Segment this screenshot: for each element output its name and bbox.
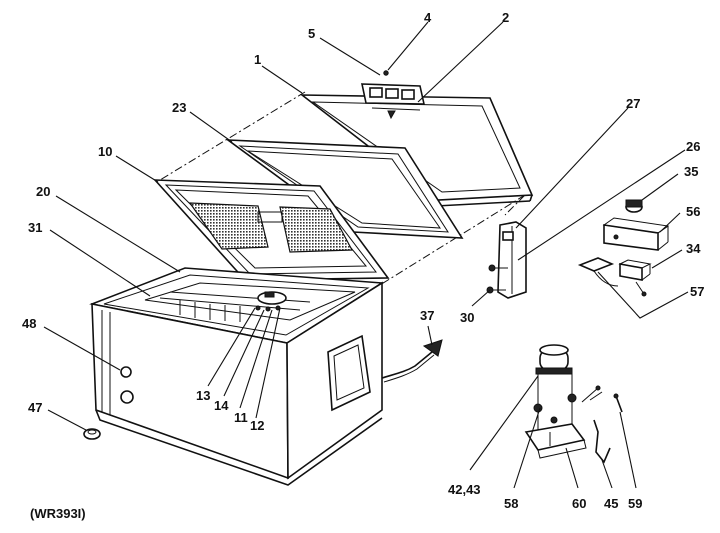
freezer-cabinet xyxy=(89,267,385,486)
callout-37: 37 xyxy=(420,308,434,323)
callout-12: 12 xyxy=(250,418,264,433)
callout-56: 56 xyxy=(686,204,700,219)
lid-lock-assembly xyxy=(361,70,426,120)
relay-wire-clip xyxy=(577,257,619,287)
callout-10: 10 xyxy=(98,144,112,159)
callout-4: 4 xyxy=(424,10,432,25)
callout-5: 5 xyxy=(308,26,315,41)
callout-26: 26 xyxy=(686,139,700,154)
callout-11: 11 xyxy=(234,410,248,425)
callout-27: 27 xyxy=(626,96,640,111)
callout-30: 30 xyxy=(460,310,474,325)
cabinet-foot xyxy=(83,428,101,440)
callout-13: 13 xyxy=(196,388,210,403)
alignment-lines xyxy=(159,91,526,286)
callout-57: 57 xyxy=(690,284,704,299)
compressor-assembly xyxy=(524,344,623,464)
callout-labels: 1 2 4 5 23 10 27 26 35 56 34 57 20 31 48… xyxy=(22,10,704,521)
figure-code: (WR393I) xyxy=(30,506,86,521)
callout-45: 45 xyxy=(604,496,618,511)
overload-relay xyxy=(618,259,652,297)
callout-59: 59 xyxy=(628,496,642,511)
callout-34: 34 xyxy=(686,241,701,256)
callout-58: 58 xyxy=(504,496,518,511)
callout-20: 20 xyxy=(36,184,50,199)
lid-inner-panel xyxy=(153,179,390,281)
callout-48: 48 xyxy=(22,316,36,331)
power-cord xyxy=(381,339,443,383)
hinge-bracket xyxy=(486,221,527,299)
callout-2: 2 xyxy=(502,10,509,25)
callout-60: 60 xyxy=(572,496,586,511)
callout-14: 14 xyxy=(214,398,229,413)
callout-47: 47 xyxy=(28,400,42,415)
callout-1: 1 xyxy=(254,52,261,67)
callout-23: 23 xyxy=(172,100,186,115)
callout-31: 31 xyxy=(28,220,42,235)
callout-35: 35 xyxy=(684,164,698,179)
relay-cap xyxy=(625,199,643,213)
relay-bracket xyxy=(602,217,670,251)
callout-42-43: 42,43 xyxy=(448,482,481,497)
leader-lines xyxy=(43,21,689,489)
